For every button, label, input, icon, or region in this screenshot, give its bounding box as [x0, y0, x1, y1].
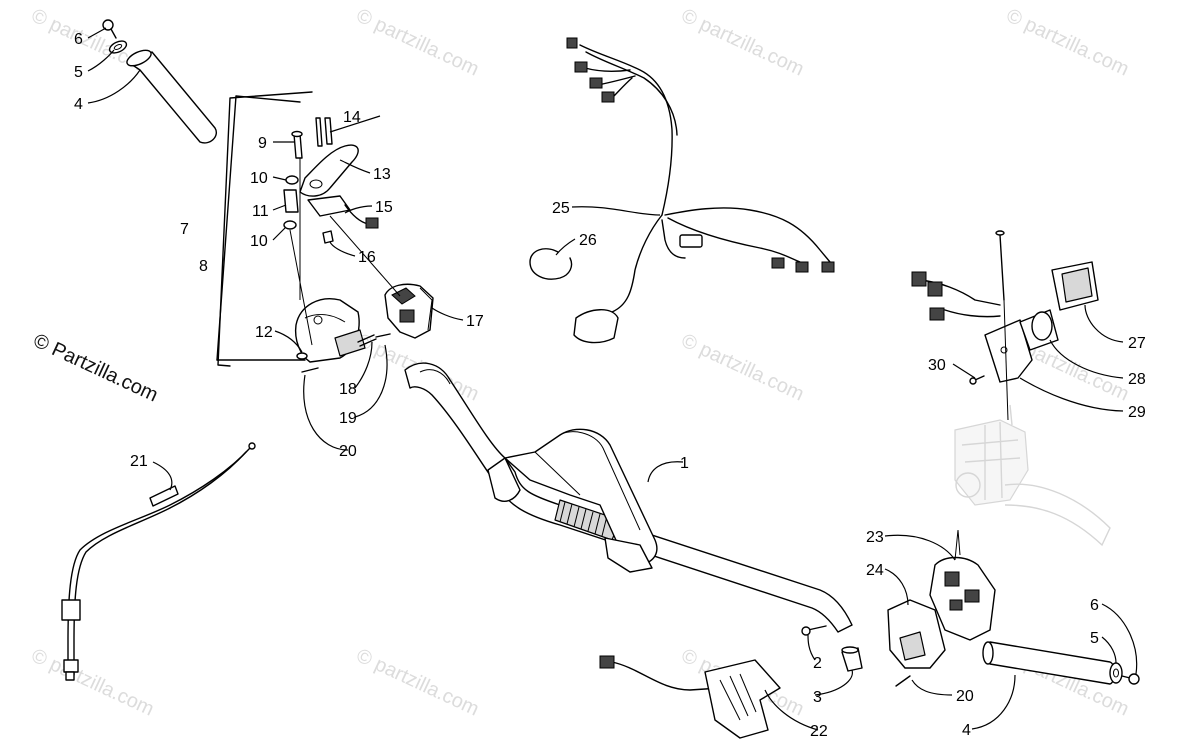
- watermark-tile: © partzilla.com: [28, 645, 157, 721]
- callout-15: 15: [375, 199, 393, 216]
- connector-housing: [1051, 261, 1099, 311]
- callout-10-lower: 10: [250, 233, 268, 250]
- watermark-tile: © partzilla.com: [678, 330, 807, 406]
- relay-module: [1019, 309, 1059, 351]
- grip-left: [126, 49, 217, 144]
- callout-5-right: 5: [1090, 630, 1099, 647]
- callout-16: 16: [358, 249, 376, 266]
- relay-screw: [969, 375, 985, 385]
- callout-2: 2: [813, 655, 822, 672]
- bar-end-plug: [841, 646, 863, 672]
- bar-end-screw: [801, 625, 827, 636]
- switch-lower-housing: [887, 599, 946, 669]
- wiring-harness: [566, 37, 835, 344]
- callout-28: 28: [1128, 371, 1146, 388]
- housing-screw-right: [895, 675, 911, 687]
- throttle-pin: [291, 130, 303, 159]
- throttle-screw: [301, 333, 391, 373]
- callout-9: 9: [258, 135, 267, 152]
- watermark-tile: © partzilla.com: [353, 5, 482, 81]
- throttle-switch-lead: [344, 204, 379, 229]
- callout-30: 30: [928, 357, 946, 374]
- screw-right: [1121, 673, 1140, 685]
- callout-25: 25: [552, 200, 570, 217]
- group-bracket-8: [217, 91, 313, 367]
- callout-20-left: 20: [339, 443, 357, 460]
- watermark-tile: © partzilla.com: [1003, 5, 1132, 81]
- callout-24: 24: [866, 562, 884, 579]
- switch-housing-left: [384, 283, 434, 339]
- callout-3: 3: [813, 689, 822, 706]
- callout-19: 19: [339, 410, 357, 427]
- alignment-line: [289, 158, 401, 346]
- throttle-bushing-lower: [283, 220, 297, 230]
- watermark-tile: © partzilla.com: [678, 5, 807, 81]
- bracket-screw: [995, 230, 1005, 301]
- watermark-main: © Partzilla.com: [30, 330, 161, 407]
- throttle-spring: [357, 334, 377, 347]
- brake-lever-ghost: [954, 404, 1111, 547]
- handlebar: [404, 362, 853, 633]
- throttle-housing: [294, 298, 366, 363]
- throttle-bushing-upper: [285, 175, 299, 185]
- callout-4-left: 4: [74, 96, 83, 113]
- leader-lines: [87, 27, 1138, 731]
- throttle-washer: [296, 352, 308, 360]
- watermark-tile: © partzilla.com: [353, 645, 482, 721]
- callout-23: 23: [866, 529, 884, 546]
- throttle-cable: [61, 442, 256, 681]
- callout-27: 27: [1128, 335, 1146, 352]
- callout-8: 8: [199, 258, 208, 275]
- connector-bracket-group: [911, 271, 1001, 321]
- callout-7: 7: [180, 221, 189, 238]
- throttle-sleeve: [283, 189, 299, 213]
- throttle-spring-pins: [315, 117, 333, 147]
- alignment-line-right: [1003, 299, 1009, 421]
- callout-6-left: 6: [74, 31, 83, 48]
- washer-right: [1109, 662, 1123, 684]
- callout-21: 21: [130, 453, 148, 470]
- callout-12: 12: [255, 324, 273, 341]
- switch-housing-right: [929, 529, 996, 641]
- callout-18: 18: [339, 381, 357, 398]
- callout-20-right: 20: [956, 688, 974, 705]
- callout-labels: 1 2 3 4 4 5 5 6 6 7 8 9 10 10 11 12 13 1…: [74, 31, 1146, 740]
- throttle-lever: [299, 144, 359, 217]
- wire-tie: [529, 248, 573, 280]
- callout-6-right: 6: [1090, 597, 1099, 614]
- mounting-bracket: [984, 319, 1033, 383]
- callout-22: 22: [810, 723, 828, 740]
- throttle-clip: [322, 230, 334, 244]
- callout-29: 29: [1128, 404, 1146, 421]
- callout-17: 17: [466, 313, 484, 330]
- callout-26: 26: [579, 232, 597, 249]
- hand-warmer-element: [599, 655, 781, 739]
- callout-13: 13: [373, 166, 391, 183]
- callout-10-upper: 10: [250, 170, 268, 187]
- callout-4-right: 4: [962, 722, 971, 739]
- callout-1: 1: [680, 455, 689, 472]
- callout-14: 14: [343, 109, 361, 126]
- group-bracket-7: [216, 95, 301, 361]
- callout-11: 11: [252, 203, 269, 220]
- screw-left: [102, 19, 117, 39]
- callout-5-left: 5: [74, 64, 83, 81]
